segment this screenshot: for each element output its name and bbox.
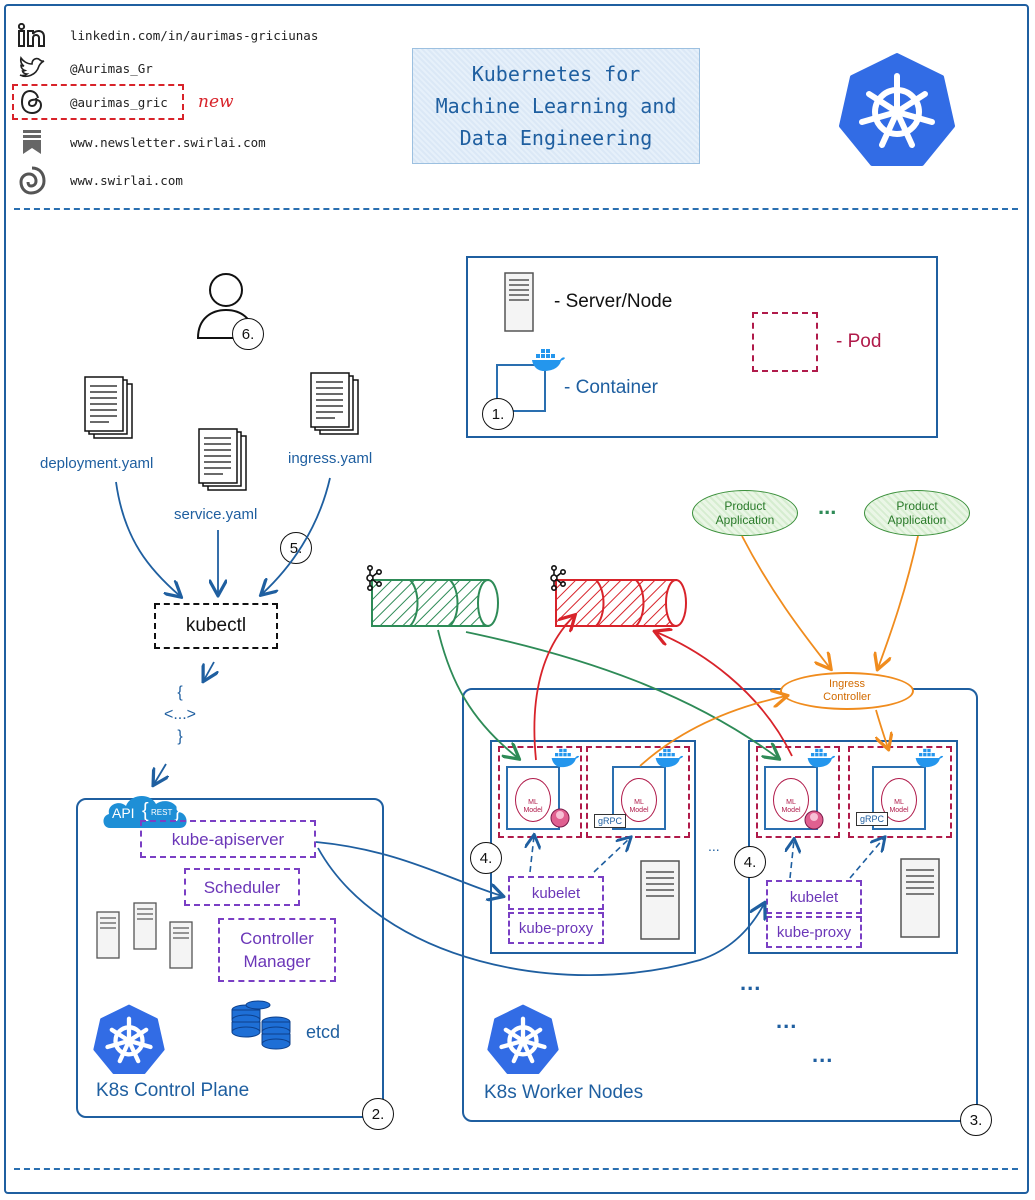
step-1-badge: 1. xyxy=(482,398,514,430)
twitter-bird-icon xyxy=(16,53,48,83)
service-yaml-label: service.yaml xyxy=(174,506,258,523)
node1-server-icon xyxy=(640,860,680,945)
docker-whale-icon xyxy=(654,748,684,773)
newsletter-bookmark-icon xyxy=(16,127,48,157)
product-application-1[interactable]: Product Application xyxy=(692,490,798,536)
ingress-yaml-label: ingress.yaml xyxy=(288,450,373,467)
new-tag: new xyxy=(198,92,234,112)
node1-kubelet[interactable]: kubelet xyxy=(508,876,604,910)
worker-nodes-box xyxy=(462,688,978,1122)
service-document-icon xyxy=(198,428,252,499)
bottom-separator xyxy=(14,1168,1018,1170)
legend-pod-label: - Pod xyxy=(836,331,882,352)
deployment-document-icon xyxy=(84,376,138,447)
control-plane-servers-icon xyxy=(96,902,200,987)
etcd-database-icon xyxy=(228,1000,298,1061)
legend-pod-box xyxy=(752,312,818,372)
swirlai-url[interactable]: www.swirlai.com xyxy=(70,172,183,188)
social-linkedin: linkedin.com/in/aurimas-griciunas xyxy=(16,20,318,50)
product-application-2[interactable]: Product Application xyxy=(864,490,970,536)
threads-highlight-box xyxy=(12,84,184,120)
social-twitter: @Aurimas_Gr xyxy=(16,53,153,83)
docker-whale-icon xyxy=(550,748,580,773)
step-2-badge: 2. xyxy=(362,1098,394,1130)
node2-kubelet[interactable]: kubelet xyxy=(766,880,862,914)
rest-label: REST xyxy=(151,808,173,817)
ingress-controller[interactable]: Ingress Controller xyxy=(780,672,914,710)
linkedin-icon xyxy=(16,20,48,50)
top-separator xyxy=(14,208,1018,210)
node1-pod-2 xyxy=(586,746,690,838)
linkedin-url[interactable]: linkedin.com/in/aurimas-griciunas xyxy=(70,27,319,43)
diagram-frame xyxy=(4,4,1029,1194)
kafka-topic-input xyxy=(362,564,502,637)
threads-handle[interactable]: @aurimas_gric xyxy=(70,94,168,110)
control-plane-k8s-logo-icon xyxy=(92,1004,166,1079)
rest-brace-right: } xyxy=(174,800,181,822)
deployment-yaml-label: deployment.yaml xyxy=(40,455,154,472)
more-nodes-dots-2: ... xyxy=(776,1008,798,1033)
kube-apiserver-box[interactable]: kube-apiserver xyxy=(140,820,316,858)
api-label: API xyxy=(112,805,135,821)
social-swirlai: www.swirlai.com xyxy=(16,165,183,195)
legend-container-box xyxy=(496,364,546,412)
nodes-ellipsis: ... xyxy=(708,838,720,854)
threads-icon xyxy=(16,87,48,117)
ml-model-icon: ML Model xyxy=(881,778,917,822)
title-box: Kubernetes for Machine Learning and Data… xyxy=(412,48,700,164)
kafka-topic-output xyxy=(546,564,690,637)
docker-whale-icon xyxy=(806,748,836,773)
newsletter-url[interactable]: www.newsletter.swirlai.com xyxy=(70,134,266,150)
ml-model-icon: ML Model xyxy=(515,778,551,822)
control-plane-title: K8s Control Plane xyxy=(96,1080,250,1101)
control-plane-box xyxy=(76,798,384,1118)
swirl-logo-icon xyxy=(16,165,48,195)
etcd-label: etcd xyxy=(306,1022,341,1042)
kafka-consumer-icon xyxy=(802,808,826,835)
scheduler-box[interactable]: Scheduler xyxy=(184,868,300,906)
grpc-badge: gRPC xyxy=(856,812,889,826)
step-4-badge-node2: 4. xyxy=(734,846,766,878)
node2-kube-proxy[interactable]: kube-proxy xyxy=(766,916,862,948)
worker-nodes-k8s-logo-icon xyxy=(486,1004,560,1079)
legend-server-icon xyxy=(504,272,534,337)
step-4-badge-node1: 4. xyxy=(470,842,502,874)
node2-server-icon xyxy=(900,858,940,943)
product-apps-ellipsis: ... xyxy=(818,494,837,519)
node1-kube-proxy[interactable]: kube-proxy xyxy=(508,912,604,944)
kubernetes-logo-icon xyxy=(838,52,956,171)
legend-box xyxy=(466,256,938,438)
grpc-badge: gRPC xyxy=(594,814,627,828)
legend-container-label: - Container xyxy=(564,377,658,398)
docker-whale-icon xyxy=(530,348,566,377)
social-newsletter: www.newsletter.swirlai.com xyxy=(16,127,266,157)
node2-pod-2 xyxy=(848,746,952,838)
legend-server-label: - Server/Node xyxy=(554,291,673,312)
social-threads: @aurimas_gric xyxy=(16,87,168,117)
kubectl-box[interactable]: kubectl xyxy=(154,603,278,649)
step-6-badge: 6. xyxy=(232,318,264,350)
docker-whale-icon xyxy=(914,748,944,773)
api-cloud-icon xyxy=(100,788,192,835)
more-nodes-dots-1: ... xyxy=(740,970,762,995)
worker-nodes-title: K8s Worker Nodes xyxy=(484,1082,644,1103)
step-3-badge: 3. xyxy=(960,1104,992,1136)
ml-model-icon: ML Model xyxy=(621,778,657,822)
ml-model-icon: ML Model xyxy=(773,778,809,822)
controller-manager-box[interactable]: Controller Manager xyxy=(218,918,336,982)
twitter-handle[interactable]: @Aurimas_Gr xyxy=(70,60,153,76)
diagram-title: Kubernetes for Machine Learning and Data… xyxy=(435,62,677,150)
rest-brace-left: { xyxy=(142,800,149,822)
more-nodes-dots-3: ... xyxy=(812,1042,834,1067)
ingress-document-icon xyxy=(310,372,364,443)
kafka-consumer-icon xyxy=(548,806,572,833)
json-payload-braces: { <...> } xyxy=(163,684,197,745)
node1-container-2: ML Model xyxy=(612,766,666,830)
